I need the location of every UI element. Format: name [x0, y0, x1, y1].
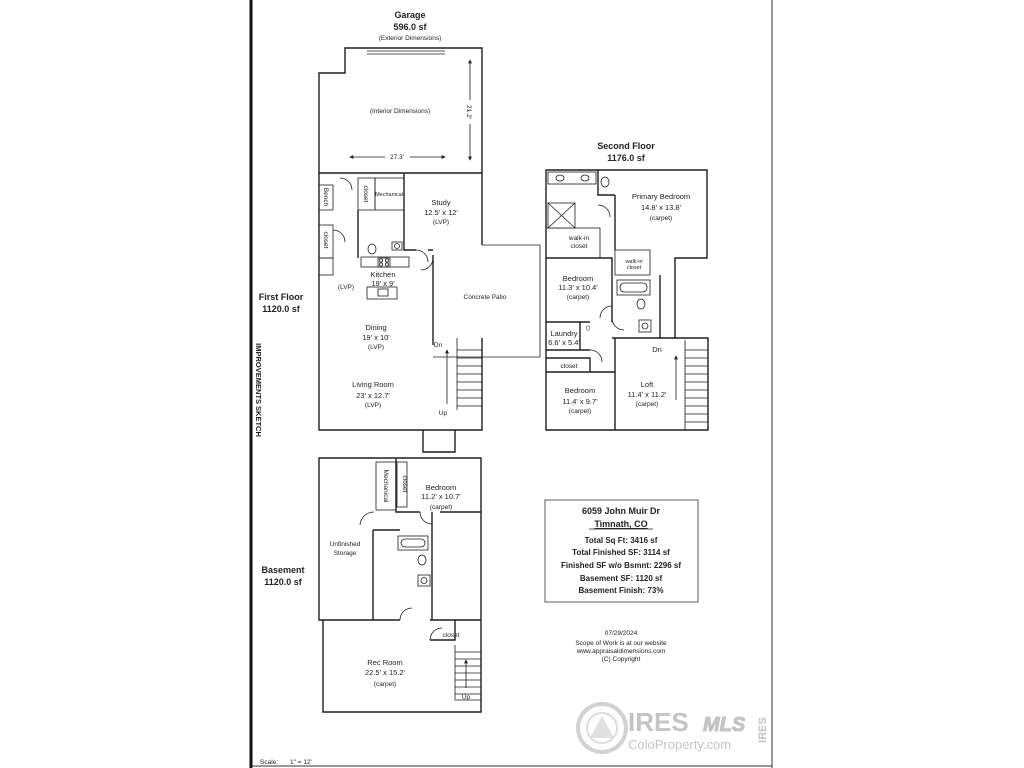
- kitchen-name: Kitchen: [370, 270, 395, 279]
- study-dims: 12.5' x 12': [424, 208, 458, 217]
- second-floor-bath-fixtures: [547, 171, 652, 333]
- second-floor-stairs-down-label: Dn: [652, 345, 662, 354]
- basement-stairs-up-label: Up: [462, 694, 471, 701]
- watermark-site: ColoProperty.com: [628, 737, 731, 752]
- summary-total-finished: Total Finished SF: 3114 sf: [572, 548, 670, 557]
- kitchen-fixtures: [360, 241, 410, 300]
- mechanical-label: Mechanical: [375, 192, 403, 198]
- rec-room-name: Rec Room: [367, 658, 402, 667]
- study-floor: (LVP): [433, 219, 449, 226]
- loft-floor: (carpet): [636, 401, 658, 408]
- stairs-down-label: Dn: [434, 342, 443, 349]
- watermark-side-brand: IRES: [757, 717, 769, 743]
- watermark-brand: IRES: [628, 707, 689, 737]
- garage-depth: 21.2': [465, 105, 472, 119]
- bench-label: Bench: [322, 188, 329, 207]
- kitchen-floor: (LVP): [338, 284, 354, 291]
- dining-floor: (LVP): [368, 344, 384, 351]
- dining-name: Dining: [365, 323, 386, 332]
- living-room-dims: 23' x 12.7': [356, 391, 390, 400]
- rec-room-floor: (carpet): [374, 681, 396, 688]
- loft-name: Loft: [641, 380, 654, 389]
- sketch-label: IMPROVEMENTS SKETCH: [254, 343, 263, 437]
- stairs-up-label: Up: [439, 410, 448, 417]
- bedroom-1-dims: 11.3' x 10.4': [558, 283, 598, 292]
- basement-stairs: [454, 645, 481, 701]
- laundry-name: Laundry: [550, 329, 577, 338]
- summary-finished-wo-basement: Finished SF w/o Bsmnt: 2296 sf: [561, 561, 681, 570]
- entry-closet-label: closet: [322, 232, 329, 249]
- bedroom-1-name: Bedroom: [563, 274, 593, 283]
- walk-in-closet-1-line1: walk-in: [568, 235, 590, 242]
- bedroom-2-floor: (carpet): [569, 408, 591, 415]
- basement-mechanical-label: Mechanical: [382, 470, 389, 503]
- primary-bedroom-name: Primary Bedroom: [632, 192, 690, 201]
- second-floor-stairs: [674, 340, 708, 430]
- basement-outline: [318, 457, 482, 713]
- scale-value: 1" = 12': [290, 759, 312, 766]
- loft-dims: 11.4' x 11.2': [628, 390, 667, 399]
- rec-room-dims: 22.5' x 15.2': [365, 668, 406, 677]
- basement-bedroom-dims: 11.2' x 10.7': [421, 492, 461, 501]
- patio-label: Concrete Patio: [464, 294, 507, 301]
- hall-closet-label: closet: [362, 186, 369, 203]
- credits-scope: Scope of Work is at our website: [575, 640, 667, 647]
- second-floor-area: 1176.0 sf: [607, 153, 646, 163]
- first-floor-title: First Floor: [259, 292, 304, 302]
- summary-basement-sf: Basement SF: 1120 sf: [580, 574, 663, 583]
- laundry-closet-label: Cl: [584, 325, 590, 330]
- basement-bedroom-closet-label: closet: [401, 476, 408, 493]
- bedroom-2-dims: 11.4' x 9.7': [562, 397, 598, 406]
- primary-bedroom-floor: (carpet): [650, 215, 672, 222]
- garage-width: 27.3': [390, 154, 404, 161]
- page-border: [249, 0, 773, 768]
- basement-interior-walls: [323, 458, 481, 641]
- garage-interior-note: (Interior Dimensions): [370, 108, 430, 115]
- ires-logo-icon: [576, 702, 628, 754]
- garage-title: Garage: [394, 10, 425, 20]
- living-room-floor: (LVP): [365, 402, 381, 409]
- first-floor-interior-walls: [318, 173, 434, 276]
- walk-in-closet-2-line2: closet: [627, 265, 642, 271]
- second-floor-closet-label: closet: [561, 363, 578, 370]
- bedroom-2-name: Bedroom: [565, 386, 595, 395]
- first-floor-stairs: [445, 338, 482, 410]
- rec-room-closet-label: closet: [443, 632, 460, 639]
- unfinished-storage-line1: Unfinished: [330, 541, 361, 548]
- bedroom-1-floor: (carpet): [567, 294, 589, 301]
- living-room-name: Living Room: [352, 380, 394, 389]
- summary-total-sqft: Total Sq Ft: 3416 sf: [585, 536, 658, 545]
- credits-date: 07/29/2024: [605, 630, 638, 637]
- garage-area: 596.0 sf: [393, 22, 427, 32]
- basement-bedroom-name: Bedroom: [426, 483, 456, 492]
- basement-bedroom-floor: (carpet): [430, 504, 452, 511]
- summary-city: Timnath, CO: [594, 519, 647, 529]
- watermark-mls: MLS: [703, 714, 746, 736]
- summary-address: 6059 John Muir Dr: [582, 506, 661, 516]
- walk-in-closet-2-line1: walk-in: [624, 259, 642, 265]
- walk-in-closet-1-line2: closet: [571, 243, 588, 250]
- summary-basement-finish: Basement Finish: 73%: [579, 586, 664, 595]
- garage-outline: [318, 47, 483, 173]
- credits-copyright: (C) Copyright: [602, 656, 641, 663]
- study-name: Study: [431, 198, 450, 207]
- basement-area: 1120.0 sf: [264, 577, 303, 587]
- summary-box: [544, 499, 699, 603]
- credits-website: www.appraisaldimensions.com: [576, 648, 666, 655]
- dining-dims: 19' x 10': [362, 333, 390, 342]
- unfinished-storage-line2: Storage: [334, 550, 357, 557]
- garage-dimension-lines: [349, 59, 472, 161]
- first-floor-outline: [318, 172, 483, 453]
- laundry-dims: 6.6' x 5.4': [548, 338, 580, 347]
- primary-bedroom-dims: 14.8' x 13.8': [641, 203, 682, 212]
- first-floor-area: 1120.0 sf: [262, 304, 301, 314]
- garage-exterior-note: (Exterior Dimensions): [379, 35, 442, 42]
- concrete-patio-outline: [433, 244, 541, 358]
- kitchen-dims: 19' x 9': [371, 279, 395, 288]
- second-floor-title: Second Floor: [597, 141, 655, 151]
- basement-bath-fixtures: [397, 535, 431, 587]
- basement-title: Basement: [261, 565, 304, 575]
- scale-label: Scale:: [260, 759, 278, 766]
